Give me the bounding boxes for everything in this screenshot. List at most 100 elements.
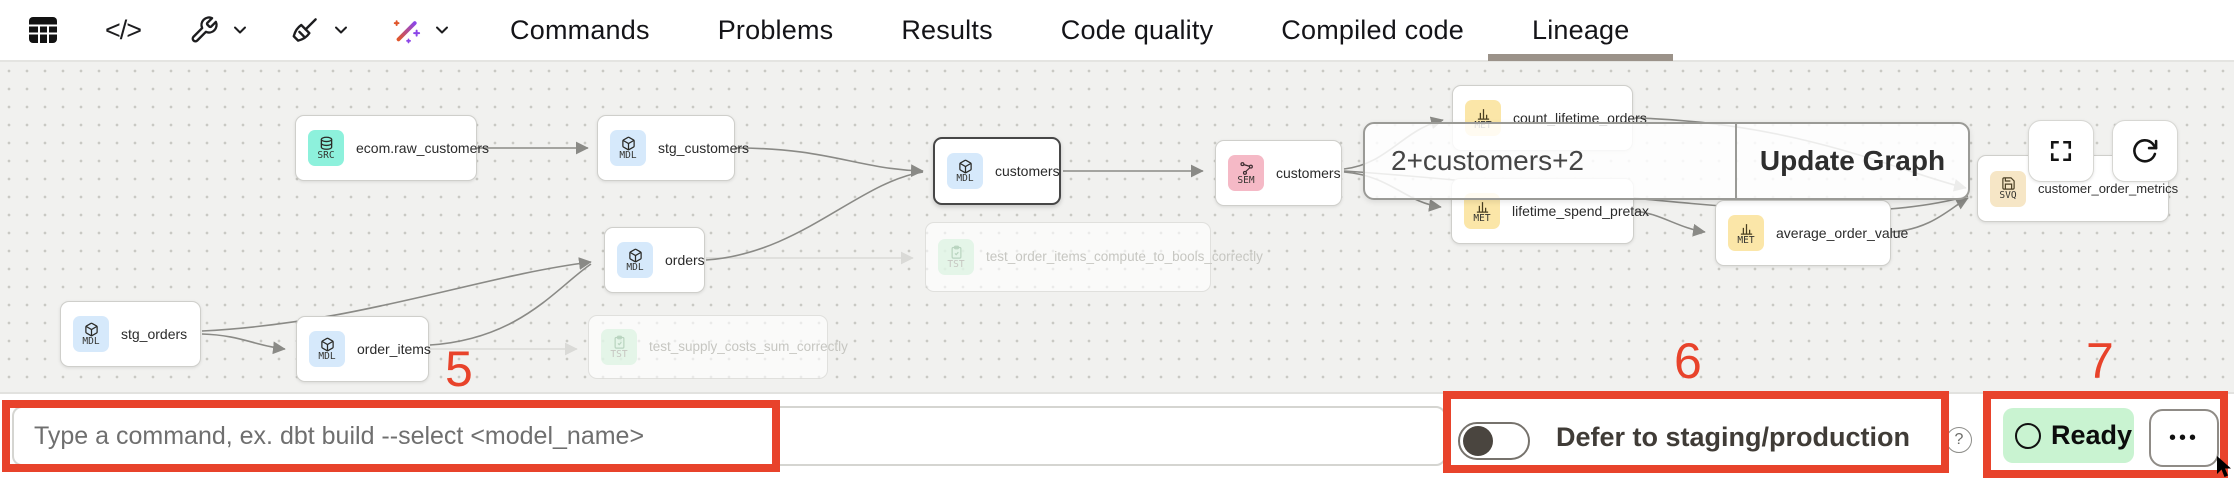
toggle-knob — [1463, 426, 1493, 456]
badge-type: SEM — [1237, 174, 1255, 186]
clipboard-icon — [951, 245, 961, 259]
badge-type: MET — [1473, 212, 1491, 224]
magic-wand-icon — [393, 20, 421, 44]
annotation-number-6: 6 — [1674, 333, 1702, 389]
model-badge: MDL — [947, 153, 983, 189]
node-ecom-raw-customers[interactable]: SRC ecom.raw_customers — [295, 115, 489, 181]
model-badge: MDL — [610, 130, 646, 166]
badge-type: TST — [610, 348, 628, 360]
floppy-save-icon — [2001, 177, 2015, 190]
test-badge: TST — [938, 239, 974, 275]
badge-type: MDL — [626, 261, 644, 273]
node-customers-semantic[interactable]: SEM customers — [1215, 140, 1342, 206]
cube-icon — [628, 248, 642, 262]
node-label: orders — [665, 252, 705, 268]
source-badge: SRC — [308, 130, 344, 166]
broom-icon[interactable] — [290, 15, 320, 45]
model-badge: MDL — [617, 242, 653, 278]
clipboard-icon — [614, 335, 624, 349]
cube-icon — [621, 136, 635, 150]
cube-icon — [84, 322, 98, 336]
more-options-button[interactable]: ••• — [2149, 409, 2219, 467]
help-icon[interactable]: ? — [1946, 427, 1972, 453]
table-icon — [29, 17, 57, 43]
node-test-order-items[interactable]: TST test_order_items_compute_to_bools_co… — [925, 222, 1263, 292]
node-customers-model[interactable]: MDL customers — [933, 137, 1061, 205]
wrench-icon — [191, 16, 218, 43]
badge-type: SVQ — [1999, 190, 2017, 201]
node-label: lifetime_spend_pretax — [1512, 203, 1649, 219]
model-badge: MDL — [73, 316, 109, 352]
annotation-number-7: 7 — [2086, 333, 2114, 389]
status-circle-icon — [2015, 422, 2041, 449]
mouse-cursor — [2217, 456, 2231, 477]
node-stg-orders[interactable]: MDL stg_orders — [60, 301, 201, 367]
ready-label: Ready — [2051, 420, 2133, 450]
wrench-icon[interactable] — [189, 15, 219, 45]
bar-chart-icon — [1740, 223, 1752, 235]
code-icon[interactable]: </> — [105, 14, 142, 45]
node-label: ecom.raw_customers — [356, 140, 490, 156]
fullscreen-icon — [2050, 140, 2072, 162]
node-order-items[interactable]: MDL order_items — [296, 316, 431, 382]
bar-chart-icon — [1477, 108, 1489, 120]
graph-selector-input[interactable]: 2+customers+2 — [1365, 124, 1737, 198]
badge-type: MDL — [82, 335, 100, 347]
test-badge: TST — [601, 329, 637, 365]
fullscreen-button[interactable] — [2028, 120, 2094, 182]
refresh-button[interactable] — [2112, 120, 2178, 182]
node-test-supply-costs[interactable]: TST test_supply_costs_sum_correctly — [588, 315, 848, 379]
node-orders[interactable]: MDL orders — [604, 227, 705, 293]
node-label: stg_customers — [658, 140, 750, 156]
tab-problems[interactable]: Problems — [717, 14, 834, 45]
badge-type: MET — [1737, 234, 1755, 246]
node-label: order_items — [357, 341, 431, 357]
cube-icon — [958, 159, 972, 173]
cube-icon — [320, 337, 334, 351]
metric-badge: MET — [1728, 215, 1764, 251]
defer-label: Defer to staging/production — [1556, 421, 1910, 452]
chevron-down-icon[interactable] — [331, 20, 351, 40]
saved-query-badge: SVQ — [1990, 170, 2026, 207]
node-label: customers — [1276, 165, 1341, 181]
model-badge: MDL — [309, 331, 345, 367]
graph-selector-overlay: 2+customers+2 Update Graph — [1363, 122, 1970, 200]
annotation-number-5: 5 — [445, 341, 473, 397]
bar-chart-icon — [1476, 201, 1488, 213]
ready-status-button[interactable]: Ready — [2003, 408, 2134, 463]
chevron-down-icon[interactable] — [230, 20, 250, 40]
node-stg-customers[interactable]: MDL stg_customers — [597, 115, 749, 181]
tab-lineage[interactable]: Lineage — [1488, 0, 1673, 61]
node-label: test_supply_costs_sum_correctly — [649, 339, 848, 354]
semantic-graph-icon — [1239, 161, 1253, 175]
lineage-canvas[interactable]: SRC ecom.raw_customers MDL stg_customers… — [0, 62, 2234, 392]
badge-type: SRC — [317, 149, 335, 161]
node-average-order-value[interactable]: MET average_order_value — [1715, 200, 1908, 266]
badge-type: MDL — [318, 350, 336, 362]
broom-icon — [292, 18, 317, 42]
node-label: average_order_value — [1776, 225, 1909, 241]
tab-commands[interactable]: Commands — [510, 14, 650, 45]
database-icon — [320, 136, 332, 150]
magic-wand-icon[interactable] — [391, 15, 421, 45]
node-label: stg_orders — [121, 326, 188, 342]
update-graph-button[interactable]: Update Graph — [1759, 145, 1946, 176]
chevron-down-icon[interactable] — [432, 20, 452, 40]
refresh-icon — [2133, 139, 2158, 163]
command-input[interactable] — [12, 406, 1446, 466]
badge-type: TST — [947, 258, 965, 270]
badge-type: MDL — [956, 172, 974, 184]
tab-code-quality[interactable]: Code quality — [1060, 14, 1214, 45]
tab-compiled-code[interactable]: Compiled code — [1281, 14, 1464, 45]
badge-type: MDL — [619, 149, 637, 161]
table-icon[interactable] — [28, 16, 58, 44]
tab-bar: Commands Problems Results Code quality C… — [510, 0, 1673, 61]
command-bar: Defer to staging/production ? Ready ••• — [0, 392, 2234, 478]
node-label: customer_order_metrics — [2038, 181, 2179, 196]
defer-toggle[interactable] — [1458, 422, 1530, 460]
tab-results[interactable]: Results — [901, 14, 993, 45]
top-toolbar: </> — [0, 0, 2234, 62]
node-label: customers — [995, 163, 1060, 179]
semantic-badge: SEM — [1228, 155, 1264, 191]
